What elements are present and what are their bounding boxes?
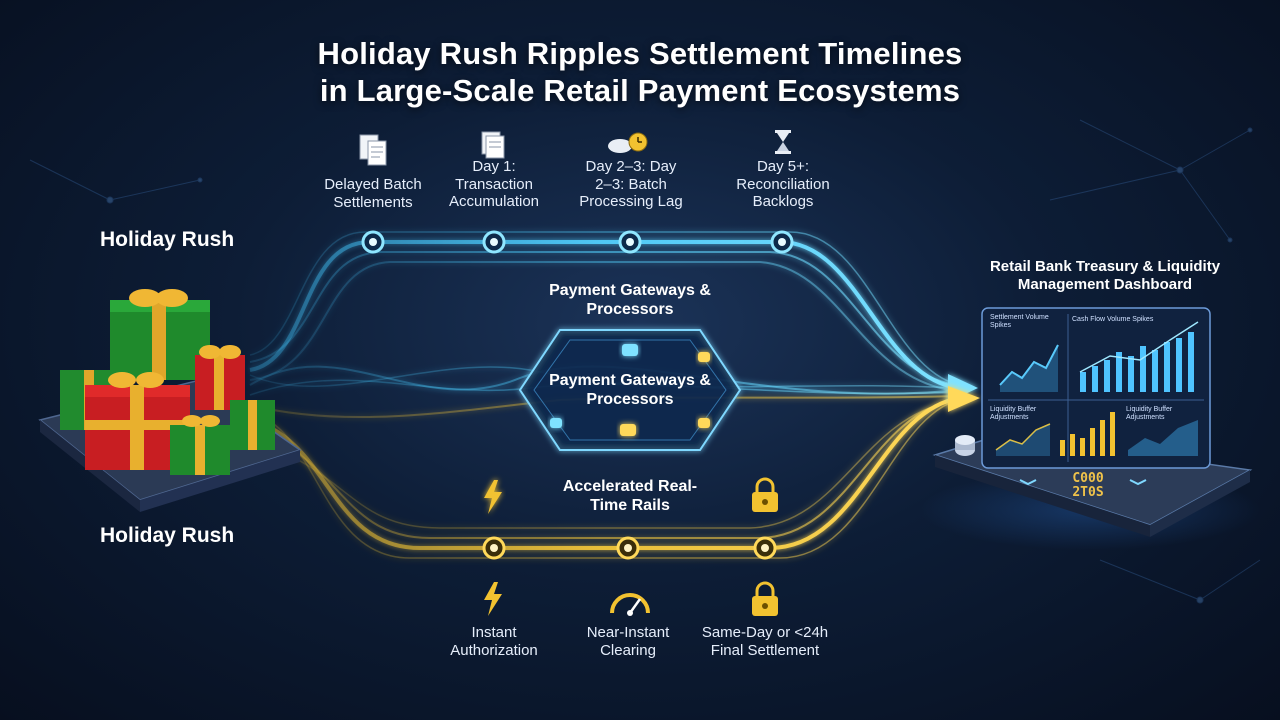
top-step-4-text: Day 5+: Reconciliation Backlogs [736, 158, 830, 211]
real-time-rails-label: Accelerated Real-Time Rails [562, 478, 698, 514]
gateways-hub-label: Payment Gateways & Processors [549, 372, 711, 408]
panel-3-label: Liquidity Buffer Adjustments [990, 406, 1037, 421]
holiday-rush-top-label: Holiday Rush [100, 228, 235, 251]
treasury-dashboard-device [920, 307, 1260, 550]
bottom-timeline-nodes [482, 536, 777, 560]
top-step-1-label: Delayed Batch Settlements [324, 176, 422, 211]
hourglass-icon [775, 130, 791, 154]
page-title: Holiday Rush Ripples Settlement Timeline… [190, 36, 1090, 109]
bottom-step-1-label: Instant Authorization [450, 624, 538, 659]
gift-boxes-icon [60, 289, 275, 475]
bottom-step-2-label: Near-Instant Clearing [586, 624, 670, 659]
top-step-3-text: Day 2–3: Day 2–3: Batch Processing Lag [579, 158, 683, 211]
gold-arrow-head [948, 386, 980, 412]
lightning-icon [484, 582, 502, 616]
title-line-2: in Large-Scale Retail Payment Ecosystems [319, 72, 961, 108]
title-line-1: Holiday Rush Ripples Settlement Timeline… [317, 36, 963, 71]
padlock-icon [752, 581, 778, 616]
cloud-clock-icon [608, 132, 648, 153]
panel-2-label: Cash Flow Volume Spikes [1072, 316, 1154, 323]
panel-1-label: Settlement Volume Spikes [990, 314, 1049, 329]
documents-icon [359, 134, 387, 166]
dashboard-code-line-1: C000 [1072, 471, 1104, 486]
bottom-step-3-label: Same-Day or <24h Final Settlement [701, 624, 829, 659]
top-step-2-label: Day 1: Transaction Accumulation [434, 158, 554, 211]
panel-4-label: Liquidity Buffer Adjustments [1126, 406, 1173, 421]
gateway-hub [518, 329, 742, 451]
top-timeline-nodes [361, 230, 794, 254]
dashboard-code-line-2: 2T0S [1072, 484, 1104, 500]
gateways-upper-label: Payment Gateways & Processors [549, 282, 711, 318]
document-stack-icon [481, 131, 505, 159]
speedometer-icon [610, 593, 650, 616]
top-step-2-text: Day 1: Transaction Accumulation [448, 158, 540, 211]
holiday-rush-bottom-label: Holiday Rush [100, 524, 235, 547]
top-step-3-label: Day 2–3: Day 2–3: Batch Processing Lag [570, 158, 692, 211]
network-decoration [29, 119, 1261, 604]
top-step-4-label: Day 5+: Reconciliation Backlogs [722, 158, 844, 211]
dashboard-title: Retail Bank Treasury & Liquidity Managem… [989, 258, 1221, 293]
dashboard-code: C000 2T0S [1058, 472, 1118, 499]
padlock-icon [752, 477, 778, 512]
lightning-icon [484, 480, 502, 514]
